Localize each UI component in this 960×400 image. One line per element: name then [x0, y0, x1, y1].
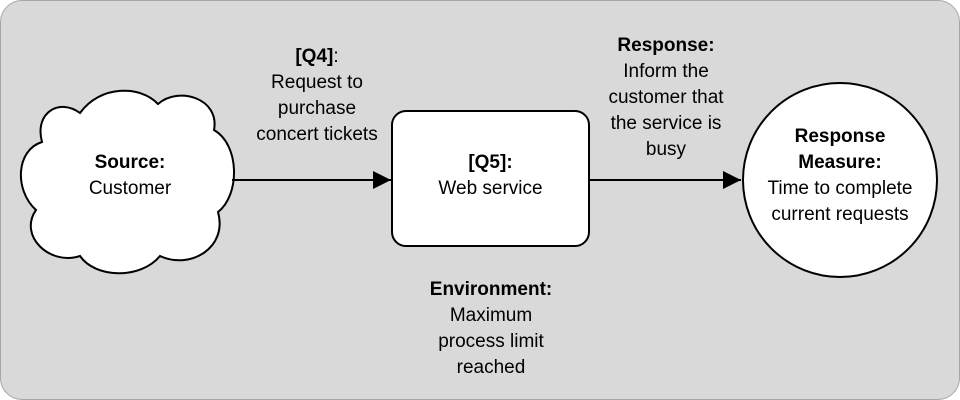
stimulus-line-1: Request to: [271, 72, 363, 93]
artifact-text: Web service: [438, 178, 543, 199]
artifact-title: [Q5]:: [468, 152, 513, 173]
artifact-label: [Q5]: Web service: [400, 150, 581, 202]
environment-title: Environment:: [429, 279, 553, 300]
measure-line-1: Time to complete: [767, 178, 913, 199]
response-line-4: busy: [645, 139, 687, 160]
measure-title-line-1: Response: [794, 126, 886, 147]
response-measure-circle-shape: [742, 82, 938, 278]
response-line-2: customer that: [608, 87, 724, 108]
response-measure-label: Response Measure: Time to complete curre…: [750, 124, 930, 228]
response-line-1: Inform the: [623, 61, 709, 82]
response-title: Response:: [617, 35, 715, 56]
environment-line-3: reached: [456, 357, 526, 378]
response-line-3: the service is: [610, 113, 722, 134]
stimulus-line-3: concert tickets: [256, 124, 378, 145]
artifact-box-shape: [391, 110, 590, 247]
source-label: Source: Customer: [70, 150, 190, 202]
environment-label: Environment: Maximum process limit reach…: [401, 277, 581, 381]
source-text: Customer: [88, 178, 172, 199]
stimulus-label: [Q4]: Request to purchase concert ticket…: [237, 44, 397, 148]
response-label: Response: Inform the customer that the s…: [591, 33, 741, 163]
stimulus-title-line: [Q4]:: [237, 44, 397, 70]
environment-line-1: Maximum: [449, 305, 533, 326]
measure-line-2: current requests: [771, 204, 909, 225]
source-cloud-shape: [20, 89, 235, 275]
source-title: Source:: [94, 152, 166, 173]
stimulus-line-2: purchase: [277, 98, 357, 119]
stimulus-title: [Q4]: [295, 46, 334, 67]
stimulus-title-suffix: :: [333, 46, 339, 67]
environment-line-2: process limit: [438, 331, 544, 352]
measure-title-line-2: Measure:: [798, 152, 882, 173]
